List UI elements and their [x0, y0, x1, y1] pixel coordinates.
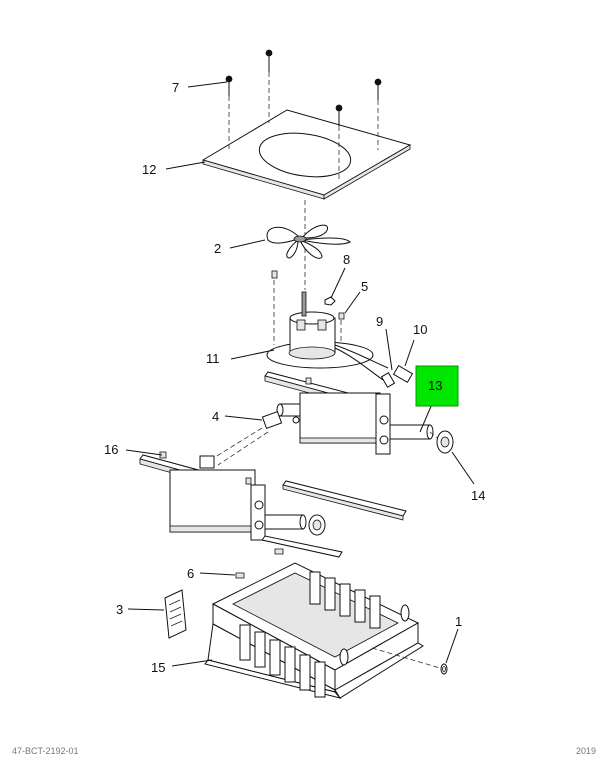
top-plate	[201, 109, 412, 200]
lower-heater-core	[139, 377, 343, 558]
callout-11: 11	[206, 351, 220, 366]
callout-9: 9	[376, 314, 383, 329]
leader-lines	[125, 81, 475, 667]
grommet-1	[440, 663, 448, 675]
callout-labels: 1 2 3 4 5 6 7 8 9 10 11 12 13 14 15 16	[104, 80, 485, 675]
motor-assembly	[266, 270, 414, 388]
housing	[204, 562, 441, 699]
upper-heater-core	[264, 371, 434, 455]
callout-1: 1	[455, 614, 462, 629]
callout-13: 13	[428, 378, 442, 393]
callout-3: 3	[116, 602, 123, 617]
screw-c	[335, 104, 343, 182]
callout-6: 6	[187, 566, 194, 581]
screw-d	[374, 78, 382, 150]
callout-12: 12	[142, 162, 156, 177]
screw-b	[265, 49, 273, 123]
callout-10: 10	[413, 322, 427, 337]
callout-4: 4	[212, 409, 219, 424]
hose-fitting	[211, 410, 283, 466]
callout-7: 7	[172, 80, 179, 95]
footer-left-code: 47-BCT-2192-01	[12, 746, 79, 756]
callout-5: 5	[361, 279, 368, 294]
seal-strip	[282, 480, 407, 521]
footer-right-code: 2019	[576, 746, 597, 756]
callout-8: 8	[343, 252, 350, 267]
callout-15: 15	[151, 660, 165, 675]
nut-8	[324, 296, 336, 306]
housing-vent-slots	[239, 571, 381, 698]
nut-5	[338, 312, 345, 320]
clip-6	[235, 548, 284, 579]
callout-2: 2	[214, 241, 221, 256]
callout-14: 14	[471, 488, 485, 503]
screws	[225, 49, 382, 182]
label-decal	[164, 589, 187, 639]
screw-a	[225, 75, 233, 150]
highlight-box-13	[415, 365, 459, 407]
callout-16: 16	[104, 442, 118, 457]
plug-14	[429, 430, 454, 454]
fan-blade	[266, 200, 351, 290]
